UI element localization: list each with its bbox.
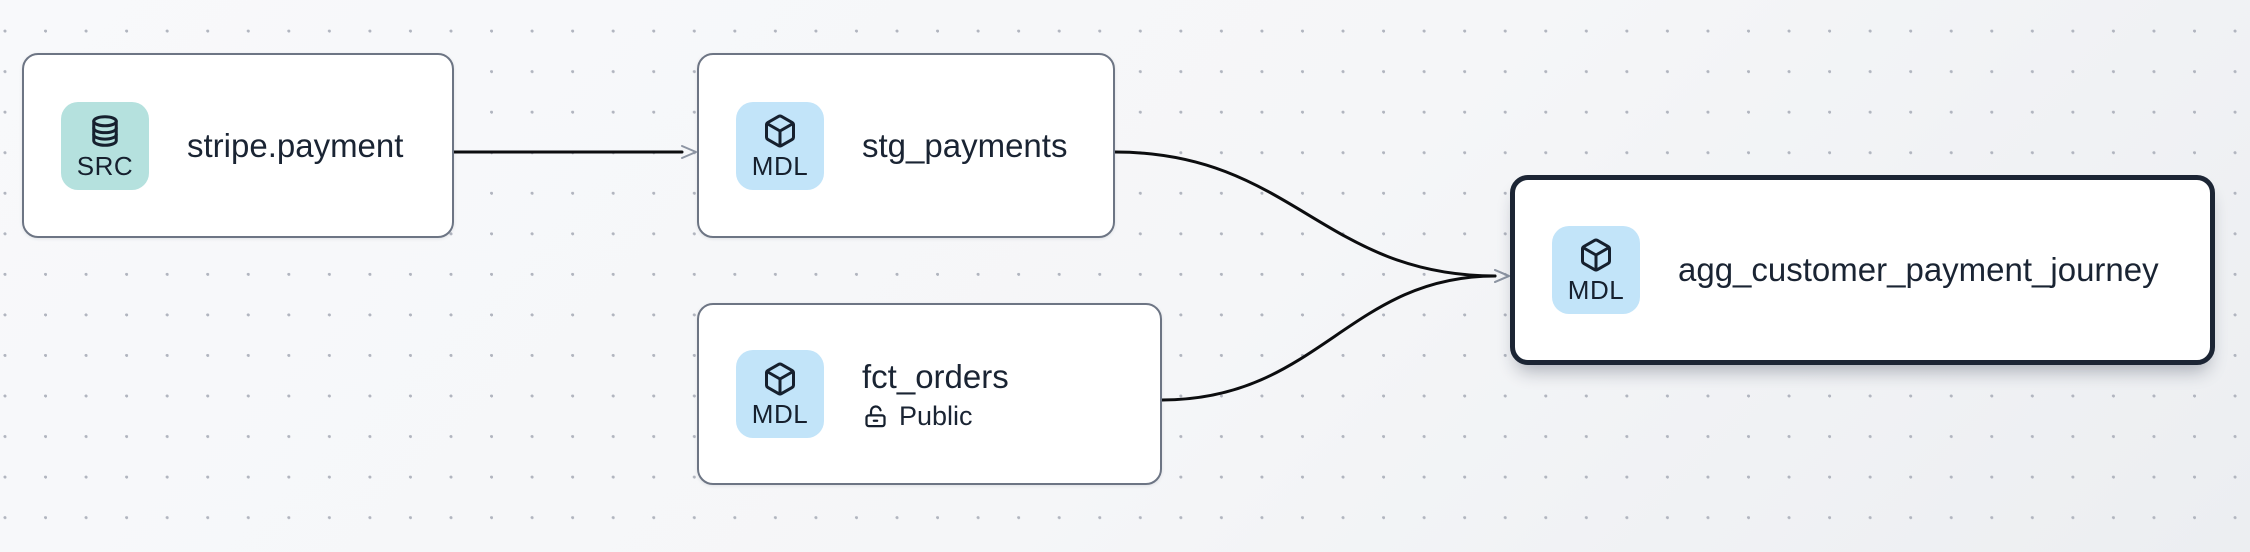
node-title: fct_orders — [862, 358, 1009, 396]
node-agg-customer-payment-journey[interactable]: MDL agg_customer_payment_journey — [1510, 175, 2215, 365]
node-stg-payments[interactable]: MDL stg_payments — [697, 53, 1115, 238]
edge-stg-payments-to-agg-customer-payment-journey[interactable] — [1113, 150, 1510, 283]
access-row: Public — [862, 400, 1009, 431]
node-fct-orders[interactable]: MDL fct_orders Public — [697, 303, 1162, 485]
badge-label: MDL — [751, 150, 809, 181]
badge-label: SRC — [76, 150, 134, 181]
database-icon — [92, 114, 118, 147]
cube-icon — [765, 114, 795, 147]
edge-fct-orders-to-agg-customer-payment-journey[interactable] — [1160, 269, 1510, 402]
badge-label: MDL — [1567, 275, 1625, 305]
model-badge: MDL — [1552, 226, 1640, 314]
badge-label: MDL — [751, 399, 809, 429]
node-title: stripe.payment — [187, 126, 404, 164]
model-badge: MDL — [736, 350, 824, 438]
source-badge: SRC — [61, 101, 149, 190]
node-stripe-payment[interactable]: SRC stripe.payment — [22, 53, 454, 238]
node-title: stg_payments — [862, 126, 1068, 164]
node-title: agg_customer_payment_journey — [1678, 251, 2159, 289]
access-label: Public — [899, 400, 973, 431]
model-badge: MDL — [736, 101, 824, 190]
cube-icon — [1581, 238, 1611, 272]
lock-open-icon — [865, 405, 886, 428]
cube-icon — [765, 362, 795, 396]
